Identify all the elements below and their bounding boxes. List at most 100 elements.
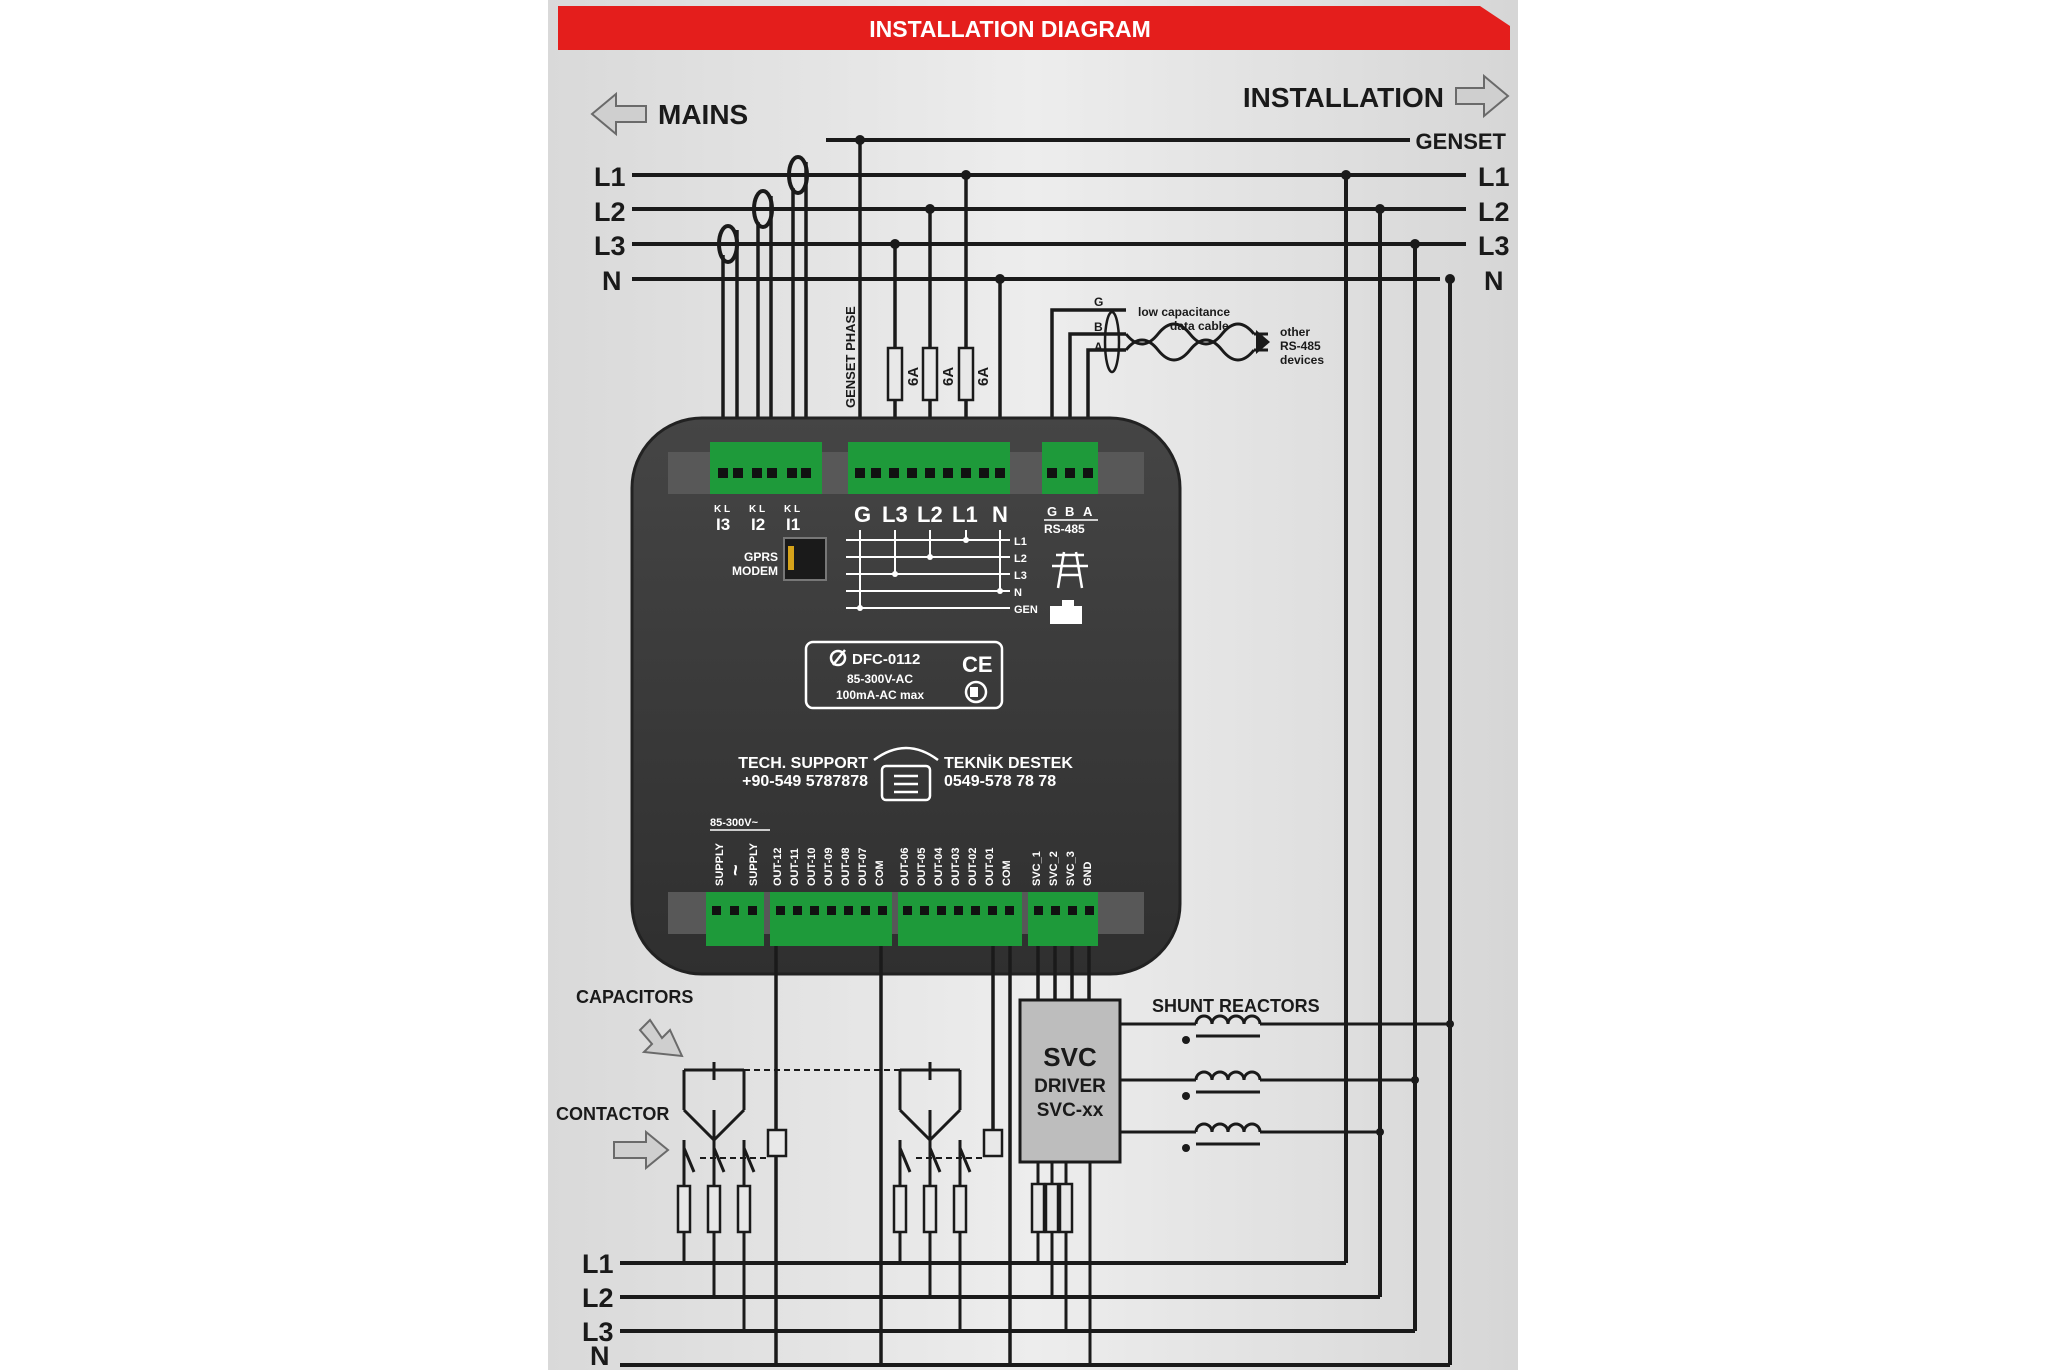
- terminal-l1: L1: [952, 502, 978, 527]
- capacitor-bank-2-fuses: [892, 1184, 968, 1234]
- svg-text:GND: GND: [1082, 862, 1094, 887]
- contactor-label: CONTACTOR: [556, 1104, 669, 1124]
- support-tr-phone: 0549-578 78 78: [944, 773, 1056, 790]
- product-label-box: [804, 640, 1004, 710]
- svg-text:L1: L1: [1478, 162, 1510, 192]
- svg-text:L2: L2: [594, 197, 626, 227]
- fuses: [886, 346, 975, 402]
- ct-kl-1: K L: [784, 504, 800, 515]
- genset-phase-label: GENSET PHASE: [843, 306, 858, 408]
- mini-label-l2: L2: [1014, 553, 1027, 565]
- top-bus-labels-left: L1 L2 L3 N: [594, 162, 626, 296]
- rs485-label: RS-485: [1044, 522, 1085, 536]
- mini-label-gen: GEN: [1014, 604, 1038, 616]
- svg-text:~: ~: [725, 864, 747, 876]
- svg-text:N: N: [602, 266, 622, 296]
- top-terminal-screws: [718, 468, 1093, 478]
- svg-text:L1: L1: [582, 1249, 614, 1279]
- shunt-reactors: [1120, 1014, 1450, 1146]
- installation-arrow-icon: [1455, 73, 1510, 119]
- svg-text:OUT-01: OUT-01: [984, 847, 996, 886]
- fuse-label-2: 6A: [940, 367, 957, 386]
- ct-kl-2: K L: [749, 504, 765, 515]
- contactor-coil-1: [766, 1128, 788, 1158]
- cable-arrow-icon: [1256, 330, 1270, 354]
- svg-text:OUT-03: OUT-03: [950, 847, 962, 886]
- pylon-icon: [1052, 551, 1088, 589]
- svg-text:SVC_3: SVC_3: [1065, 851, 1077, 886]
- rs485-g-letter: G: [1094, 295, 1103, 309]
- supply-rating: 85-300V~: [710, 817, 759, 829]
- svg-text:OUT-02: OUT-02: [967, 847, 979, 886]
- svg-text:OUT-11: OUT-11: [789, 848, 801, 886]
- svc-title: SVC: [1043, 1042, 1097, 1072]
- bottom-terminal-labels: SUPPLY ~ SUPPLY OUT-12 OUT-11 OUT-10 OUT…: [714, 842, 1094, 886]
- contactor-coil-2: [982, 1128, 1004, 1158]
- rs485-terminal-g: G: [1047, 504, 1057, 519]
- fuse-label-1: 6A: [905, 367, 922, 386]
- svc-line-wires: [1036, 1162, 1092, 1365]
- mains-label: MAINS: [658, 99, 748, 130]
- rating-current: 100mA-AC max: [836, 688, 924, 702]
- svg-text:L1: L1: [594, 162, 626, 192]
- mains-arrow-icon: [590, 91, 647, 137]
- mini-label-n: N: [1014, 587, 1022, 599]
- fuse-label-3: 6A: [975, 367, 992, 386]
- bottom-bus-labels: L1 L2 L3 N: [582, 1249, 614, 1370]
- cable-label-2: data cable: [1170, 319, 1229, 333]
- svg-text:L3: L3: [1478, 231, 1510, 261]
- ce-mark: CE: [962, 652, 993, 677]
- shunt-reactors-label: SHUNT REACTORS: [1152, 996, 1320, 1016]
- certification-mark-icon: [964, 680, 988, 704]
- svc-fuses: [1030, 1182, 1074, 1234]
- svg-text:COM: COM: [874, 860, 886, 886]
- svg-text:L3: L3: [594, 231, 626, 261]
- svg-text:N: N: [1484, 266, 1504, 296]
- mini-schematic: [846, 530, 1010, 609]
- svg-text:OUT-10: OUT-10: [806, 847, 818, 886]
- top-bus-labels-right: L1 L2 L3 N: [1478, 162, 1510, 296]
- svg-text:OUT-05: OUT-05: [916, 847, 928, 886]
- right-droppers: [1344, 175, 1452, 1365]
- svc-model-label: SVC-xx: [1037, 1100, 1104, 1121]
- svg-text:OUT-07: OUT-07: [857, 847, 869, 886]
- svg-text:OUT-08: OUT-08: [840, 847, 852, 886]
- installation-label: INSTALLATION: [1243, 82, 1444, 113]
- svg-text:OUT-12: OUT-12: [772, 847, 784, 886]
- svc-driver-label: DRIVER: [1034, 1076, 1106, 1097]
- svg-text:COM: COM: [1001, 860, 1013, 886]
- terminal-n: N: [992, 502, 1008, 527]
- brand-logo-icon: [829, 649, 847, 667]
- rating-voltage: 85-300V-AC: [847, 672, 913, 686]
- rs485-terminal-a: A: [1083, 504, 1093, 519]
- svg-text:L3: L3: [582, 1317, 614, 1347]
- rs485-terminal-b: B: [1065, 504, 1074, 519]
- svg-text:L2: L2: [1478, 197, 1510, 227]
- ct-kl-3: K L: [714, 504, 730, 515]
- cable-shield-ring: [1103, 310, 1121, 374]
- gprs-port-contact: [788, 546, 794, 570]
- svg-text:SUPPLY: SUPPLY: [748, 842, 760, 886]
- svg-text:SUPPLY: SUPPLY: [714, 842, 726, 886]
- support-tr-title: TEKNİK DESTEK: [944, 754, 1073, 772]
- gprs-label-top: GPRS: [744, 550, 778, 564]
- genset-label: GENSET: [1416, 129, 1507, 154]
- other-devices-2: RS-485: [1280, 339, 1321, 353]
- svg-text:L2: L2: [582, 1283, 614, 1313]
- ct-label-i3: I3: [716, 515, 730, 534]
- svg-text:OUT-06: OUT-06: [899, 847, 911, 886]
- rs485-b-letter: B: [1094, 320, 1103, 334]
- ct-label-i2: I2: [751, 515, 765, 534]
- telephone-icon: [873, 746, 939, 802]
- support-en-title: TECH. SUPPORT: [738, 755, 868, 772]
- terminal-g: G: [854, 502, 871, 527]
- support-en-phone: +90-549 5787878: [742, 773, 868, 790]
- header-title: INSTALLATION DIAGRAM: [869, 16, 1151, 42]
- shunt-reactor-dots: [1182, 1020, 1454, 1152]
- cable-label-1: low capacitance: [1138, 305, 1230, 319]
- svg-text:SVC_1: SVC_1: [1031, 851, 1043, 886]
- capacitors-arrow-icon: [638, 1018, 684, 1058]
- mini-label-l3: L3: [1014, 570, 1027, 582]
- gprs-label-bottom: MODEM: [732, 564, 778, 578]
